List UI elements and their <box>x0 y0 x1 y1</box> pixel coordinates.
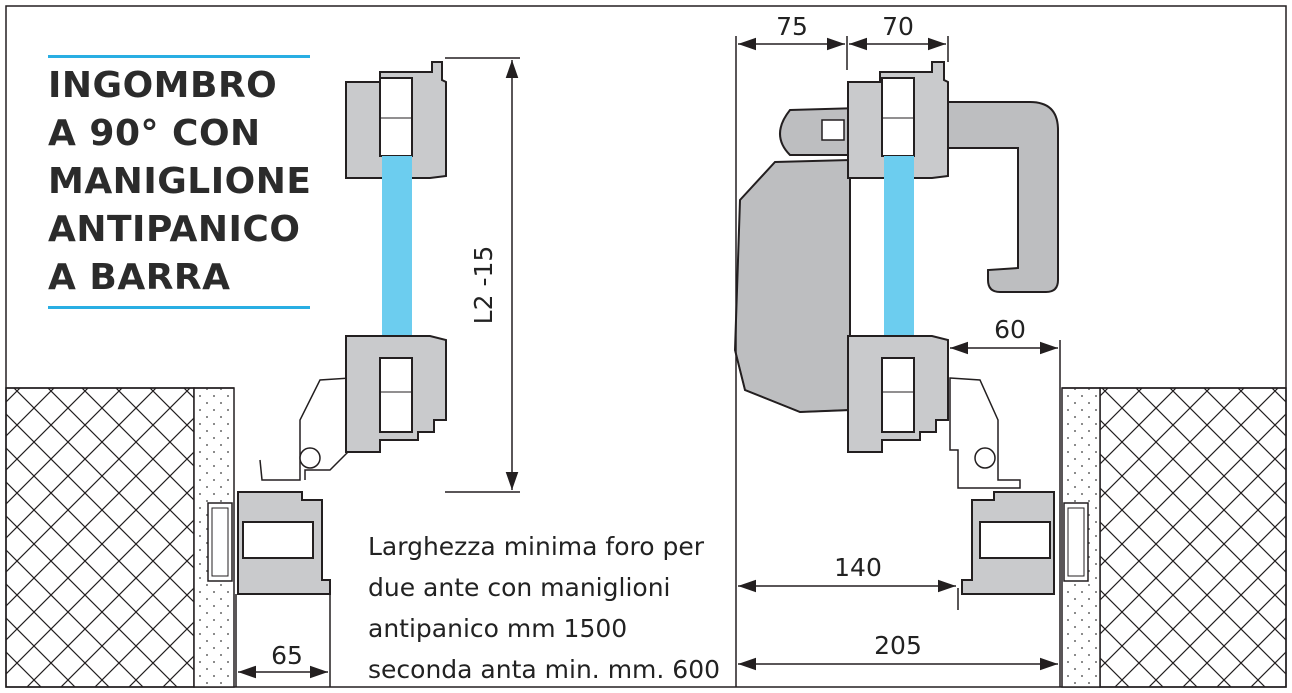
right-glass-pane <box>884 156 914 356</box>
note-line: antipanico mm 1500 <box>368 614 628 643</box>
dim-mid-width: 140 <box>834 553 882 582</box>
title-line: INGOMBRO <box>48 65 278 106</box>
left-glass-pane <box>382 156 412 356</box>
title-rule-top <box>48 55 310 58</box>
right-wall <box>1061 387 1287 688</box>
right-door-section <box>733 61 1089 595</box>
title-line: A BARRA <box>48 257 231 298</box>
dim-left-vertical: L2 -15 <box>469 246 498 325</box>
left-wall <box>5 387 235 688</box>
outer-border <box>5 5 1287 688</box>
title-block: INGOMBRO A 90° CON MANIGLIONE ANTIPANICO… <box>48 55 312 309</box>
dim-top-right: 70 <box>882 12 914 41</box>
dim-top-left: 75 <box>776 12 808 41</box>
note-text: Larghezza minima foro per due ante con m… <box>368 526 728 690</box>
note-line: due ante con maniglioni <box>368 573 671 602</box>
dimension-lines <box>235 36 1061 687</box>
title-line: MANIGLIONE <box>48 161 312 202</box>
note-line: seconda anta min. mm. 600 <box>368 655 721 684</box>
dim-right-side: 60 <box>994 315 1026 344</box>
note-line: Larghezza minima foro per <box>368 532 704 561</box>
title: INGOMBRO A 90° CON MANIGLIONE ANTIPANICO… <box>48 58 312 306</box>
dim-left-bottom: 65 <box>271 641 303 670</box>
dim-total-width: 205 <box>874 631 922 660</box>
title-rule-bottom <box>48 306 310 309</box>
title-line: A 90° CON <box>48 113 261 154</box>
left-door-section <box>207 61 447 595</box>
title-line: ANTIPANICO <box>48 209 301 250</box>
